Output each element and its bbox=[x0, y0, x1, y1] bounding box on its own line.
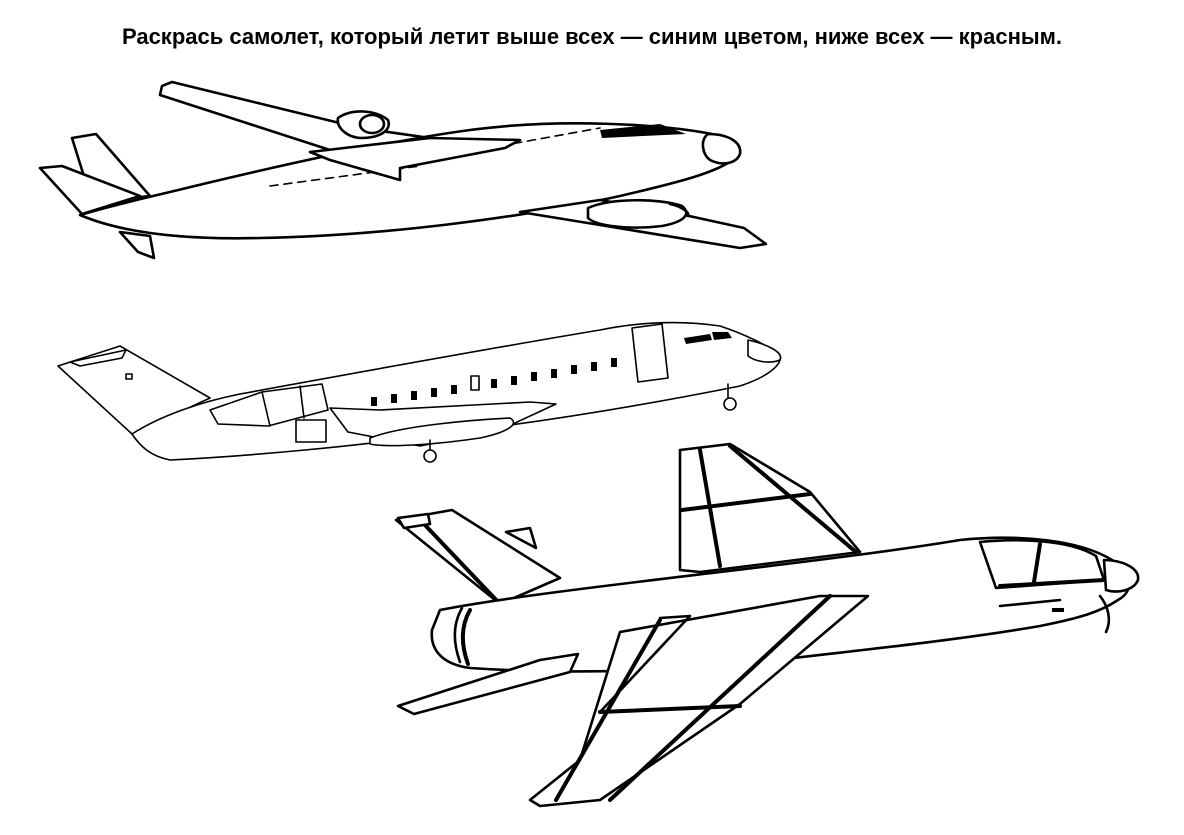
task-instruction: Раскрась самолет, который летит выше все… bbox=[121, 24, 1063, 49]
bottom-jet-fighter[interactable] bbox=[394, 442, 1140, 808]
passenger-windows bbox=[371, 358, 617, 406]
middle-regional-jet[interactable] bbox=[57, 321, 782, 463]
top-airliner[interactable] bbox=[38, 80, 768, 260]
